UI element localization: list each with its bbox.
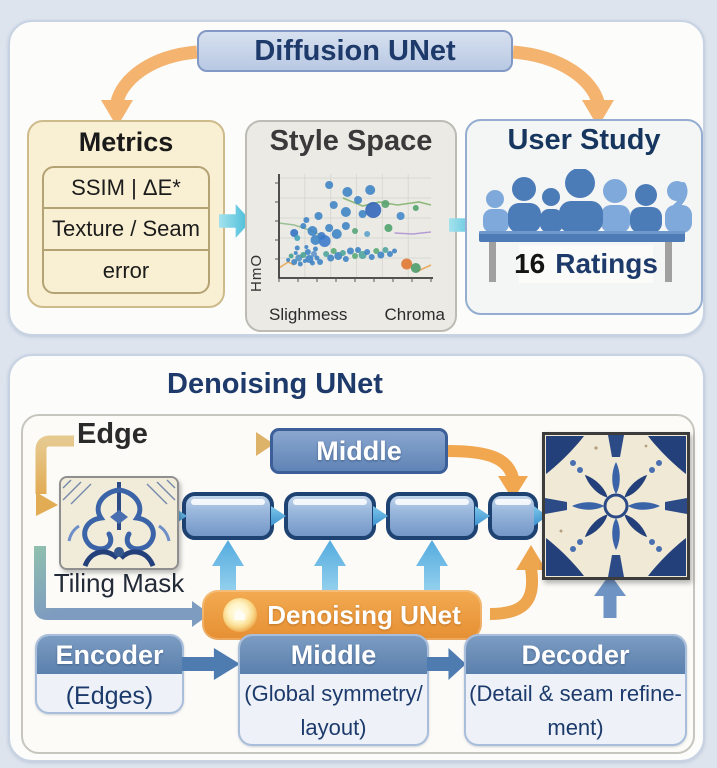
- ratings-word: Ratings: [555, 248, 658, 279]
- denoising-unet-label: Denoising UNet: [267, 599, 461, 630]
- encoder-stage-box: Encoder (Edges): [35, 634, 184, 714]
- edge-to-tile-arrow: [35, 435, 74, 494]
- table-leg-left: [489, 242, 496, 282]
- unet-feature-block-2: [284, 492, 376, 540]
- encoder-body: (Edges): [65, 682, 154, 710]
- denoising-panel-title: Denoising UNet: [167, 368, 383, 400]
- scatter-xlabels: Slighmess Chroma: [269, 305, 445, 325]
- output-tile-art: [542, 432, 690, 580]
- middle-block-label: Middle: [316, 435, 402, 466]
- middle-body-line1: (Global symmetry/: [244, 681, 423, 706]
- scatter-xlabel-left: Slighmess: [269, 305, 348, 324]
- metrics-list: SSIM | ΔE* Texture / Seam error: [42, 166, 210, 294]
- style-space-title: Style Space: [269, 125, 433, 157]
- table-leg-right: [665, 242, 672, 282]
- middle-header: Middle: [240, 636, 427, 674]
- arrow-to-metrics-head: [101, 100, 133, 127]
- unet-to-output-arrow-head: [594, 574, 626, 596]
- unet-feature-block-3: [386, 492, 478, 540]
- metrics-title: Metrics: [78, 127, 174, 157]
- top-arrows-layer: [101, 45, 614, 127]
- tiling-mask-image: [59, 476, 179, 570]
- tilingmask-to-unet-arrow-head: [192, 601, 210, 627]
- arrow-to-metrics: [110, 45, 198, 104]
- middle-block-box: Middle: [270, 428, 448, 474]
- decoder-stage-box: Decoder (Detail & seam refine- ment): [464, 634, 687, 746]
- tiling-mask-label: Tiling Mask: [53, 568, 185, 598]
- encoder-header: Encoder: [37, 636, 182, 674]
- style-space-box: Style Space HmO Slighmess Chroma: [245, 120, 457, 332]
- edge-to-tile-arrow-head: [36, 492, 58, 516]
- middle-to-block-arrow: [447, 445, 519, 480]
- unet-feature-block-4: [488, 492, 538, 540]
- unet-to-block-arrow: [489, 567, 539, 620]
- decoder-body-line1: (Detail & seam refine-: [469, 681, 682, 706]
- metric-row-ssim: SSIM | ΔE*: [44, 168, 208, 210]
- unet-to-block-arrow-head: [516, 545, 546, 570]
- lamp-icon: [223, 598, 258, 632]
- diffusion-panel: Diffusion UNet Metrics SSIM | ΔE* Textur…: [8, 20, 705, 336]
- metric-row-error: error: [102, 258, 150, 284]
- arrow-to-userstudy: [512, 45, 605, 105]
- diffusion-unet-box: Diffusion UNet: [197, 30, 513, 72]
- unet-feature-block-1: [182, 492, 274, 540]
- denoising-panel: Denoising UNet: [8, 354, 705, 762]
- decoder-body: (Detail & seam refine- ment): [466, 674, 685, 744]
- arrow-to-userstudy-head: [582, 100, 614, 127]
- decoder-body-line2: ment): [547, 715, 604, 740]
- output-tile-image: [542, 432, 690, 580]
- edge-label: Edge: [77, 418, 148, 450]
- diffusion-unet-label: Diffusion UNet: [254, 34, 456, 67]
- style-scatter-svg: [275, 174, 433, 282]
- middle-to-block-arrow-head: [498, 476, 528, 500]
- middle-body-line2: layout): [300, 715, 367, 740]
- scatter-ylabel: HmO: [248, 254, 265, 292]
- user-study-box: User Study: [465, 119, 703, 315]
- metrics-box: Metrics SSIM | ΔE* Texture / Seam error: [27, 120, 225, 308]
- tilingmask-to-unet-arrow: [34, 546, 194, 620]
- middle-body: (Global symmetry/ layout): [240, 674, 427, 744]
- decoder-header: Decoder: [466, 636, 685, 674]
- user-study-title: User Study: [507, 124, 661, 156]
- middle-stage-box: Middle (Global symmetry/ layout): [238, 634, 429, 746]
- ratings-count: 16: [514, 248, 546, 279]
- edge-to-middle-arrow-head: [256, 432, 274, 456]
- audience-people-icon: [479, 169, 692, 282]
- ratings-label: 16 Ratings: [514, 245, 658, 283]
- tiling-mask-tile-art: [61, 478, 177, 568]
- scatter-xlabel-right: Chroma: [384, 305, 445, 324]
- denoising-unet-box: Denoising UNet: [202, 590, 482, 640]
- metric-row-texture-seam: Texture / Seam: [44, 209, 208, 251]
